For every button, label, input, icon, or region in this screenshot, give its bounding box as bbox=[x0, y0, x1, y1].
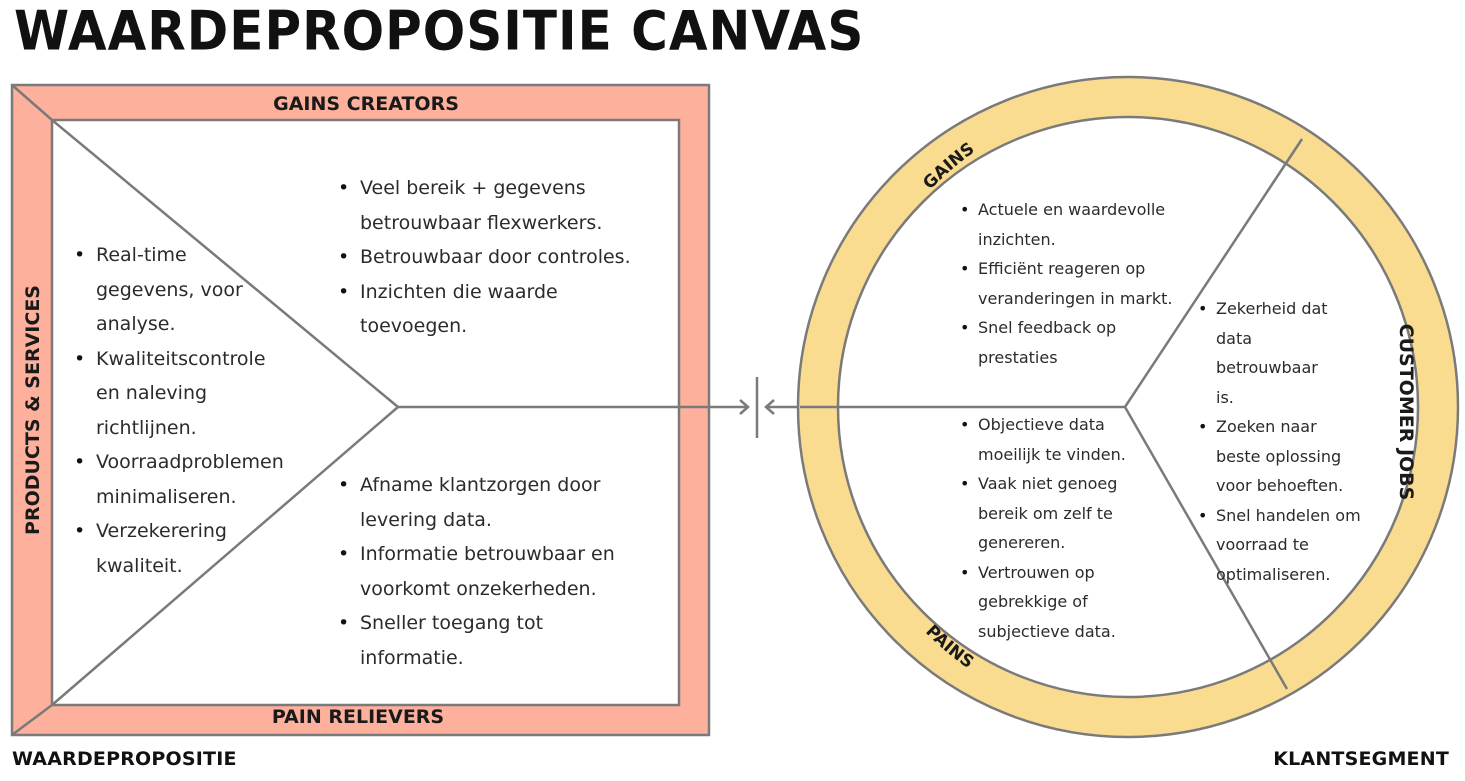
list-item: Zoeken naar beste oplossing voor behoeft… bbox=[1196, 412, 1361, 501]
list-item: Efficiënt reageren op veranderingen in m… bbox=[958, 254, 1173, 313]
list-item: Verzekerering kwaliteit. bbox=[72, 514, 287, 583]
list-item: Zekerheid dat data betrouwbaar is. bbox=[1196, 294, 1336, 412]
gains-list: Actuele en waardevolle inzichten. Effici… bbox=[958, 195, 1173, 372]
pain-relievers-list: Afname klantzorgen door levering data. I… bbox=[336, 468, 646, 675]
list-item: Betrouwbaar door controles. bbox=[336, 240, 676, 275]
customer-jobs-label: CUSTOMER JOBS bbox=[1395, 324, 1417, 501]
list-item: Vaak niet genoeg bereik om zelf te gener… bbox=[958, 469, 1128, 558]
list-item: Sneller toegang tot informatie. bbox=[336, 606, 590, 675]
corner-line-top bbox=[11, 84, 53, 121]
gains-creators-label: GAINS CREATORS bbox=[273, 93, 459, 115]
list-item: Voorraadproblemen minimaliseren. bbox=[72, 445, 287, 514]
products-services-list: Real-time gegevens, voor analyse. Kwalit… bbox=[72, 238, 287, 583]
list-item: Snel feedback op prestaties bbox=[958, 313, 1138, 372]
list-item: Inzichten die waarde toevoegen. bbox=[336, 275, 580, 344]
pains-list: Objectieve data moeilijk te vinden. Vaak… bbox=[958, 410, 1138, 646]
arrow-left-icon bbox=[764, 399, 775, 415]
list-item: Kwaliteitscontrole en naleving richtlijn… bbox=[72, 342, 287, 446]
list-item: Vertrouwen op gebrekkige of subjectieve … bbox=[958, 558, 1128, 647]
products-services-label: PRODUCTS & SERVICES bbox=[22, 285, 44, 535]
fit-connector bbox=[679, 377, 800, 438]
list-item: Actuele en waardevolle inzichten. bbox=[958, 195, 1173, 254]
pain-relievers-label: PAIN RELIEVERS bbox=[272, 706, 444, 728]
customer-jobs-list: Zekerheid dat data betrouwbaar is. Zoeke… bbox=[1196, 294, 1366, 589]
list-item: Afname klantzorgen door levering data. bbox=[336, 468, 630, 537]
corner-line-bottom bbox=[11, 704, 53, 736]
list-item: Informatie betrouwbaar en voorkomt onzek… bbox=[336, 537, 646, 606]
list-item: Snel handelen om voorraad te optimaliser… bbox=[1196, 501, 1366, 590]
list-item: Objectieve data moeilijk te vinden. bbox=[958, 410, 1138, 469]
gains-creators-list: Veel bereik + gegevens betrouwbaar flexw… bbox=[336, 171, 676, 344]
list-item: Real-time gegevens, voor analyse. bbox=[72, 238, 256, 342]
customer-segment-footer-label: KLANTSEGMENT bbox=[1273, 748, 1449, 770]
ring-divider-top bbox=[1123, 138, 1304, 408]
arrow-right-icon bbox=[739, 399, 750, 415]
list-item: Veel bereik + gegevens betrouwbaar flexw… bbox=[336, 171, 676, 240]
page-title: WAARDEPROPOSITIE CANVAS bbox=[14, 0, 865, 63]
value-proposition-footer-label: WAARDEPROPOSITIE bbox=[12, 748, 237, 770]
